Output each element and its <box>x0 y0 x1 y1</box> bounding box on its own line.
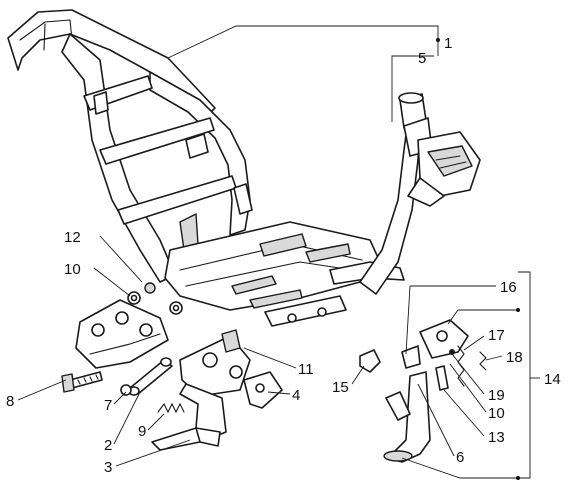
nut-washer-part <box>127 282 183 315</box>
side-stand-part <box>359 319 487 463</box>
reference-dot <box>436 38 440 42</box>
callout-16: 16 <box>500 279 517 296</box>
callout-13: 13 <box>488 429 505 446</box>
callout-11: 11 <box>298 361 314 378</box>
stand-part <box>120 329 283 451</box>
leader-lines <box>17 25 540 479</box>
reference-dot <box>516 476 520 480</box>
reference-dot <box>516 308 520 312</box>
callout-10-right: 10 <box>488 405 505 422</box>
engine-bracket-part <box>75 299 169 369</box>
frame-part <box>7 9 481 327</box>
callout-5: 5 <box>418 50 426 67</box>
callout-18: 18 <box>506 349 523 366</box>
callout-8: 8 <box>6 393 14 410</box>
callout-17: 17 <box>488 327 505 344</box>
bolt-part <box>61 371 103 393</box>
callout-12: 12 <box>64 229 81 246</box>
callout-15: 15 <box>332 379 349 396</box>
callout-14: 14 <box>544 371 561 388</box>
callout-4: 4 <box>292 387 300 404</box>
callout-6: 6 <box>456 449 464 466</box>
callout-9: 9 <box>138 423 146 440</box>
callout-7: 7 <box>104 397 112 414</box>
callout-2: 2 <box>104 437 112 454</box>
callout-1: 1 <box>444 35 452 52</box>
callout-3: 3 <box>104 459 112 476</box>
callout-10-left: 10 <box>64 261 81 278</box>
callout-19: 19 <box>488 387 505 404</box>
